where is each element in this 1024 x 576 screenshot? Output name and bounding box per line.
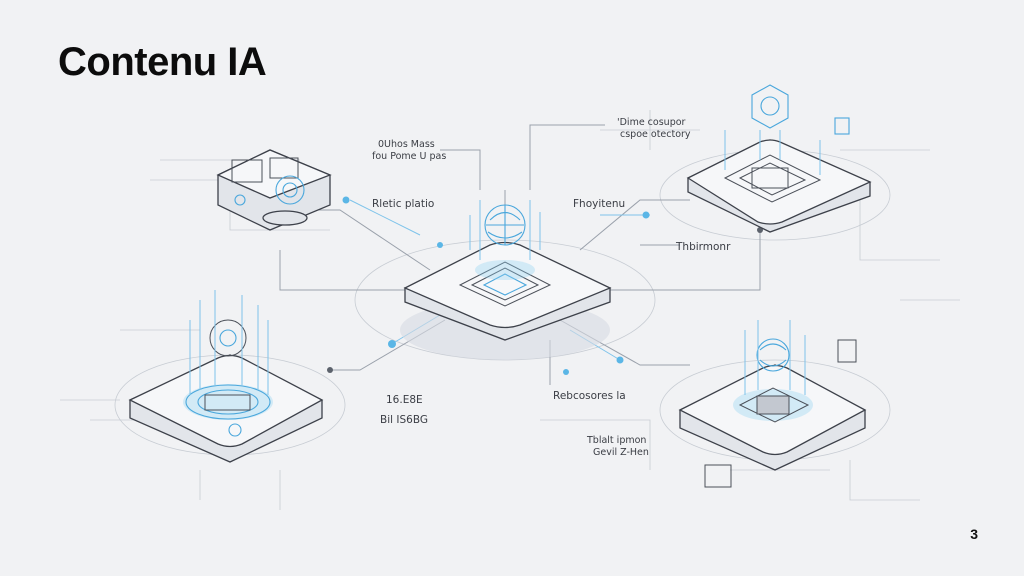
top-left-platform	[218, 150, 330, 230]
label-top-right-1: 'Dime cosupor	[617, 117, 686, 128]
label-top-right-2: cspoe otectory	[620, 129, 691, 140]
label-bottom-center: Rebcosores la	[553, 390, 626, 402]
label-bottom-right-1: Tblalt ipmon	[586, 435, 646, 446]
center-platform	[400, 200, 610, 360]
label-bottom-right-2: Gevil Z-Hen	[593, 447, 649, 458]
label-bottom-left-2: Bil IS6BG	[380, 414, 428, 426]
label-left-platform: Rletic platio	[372, 198, 434, 210]
label-top-left-1: 0Uhos Mass	[378, 139, 435, 150]
bottom-left-platform	[130, 290, 322, 462]
label-right-middle: Thbirmonr	[675, 241, 731, 253]
page-number: 3	[970, 526, 978, 542]
label-right-upper: Fhoyitenu	[573, 198, 625, 210]
label-bottom-left-1: 16.E8E	[386, 394, 423, 406]
bottom-right-platform	[680, 320, 865, 487]
label-top-left-2: fou Pome U pas	[372, 151, 446, 162]
